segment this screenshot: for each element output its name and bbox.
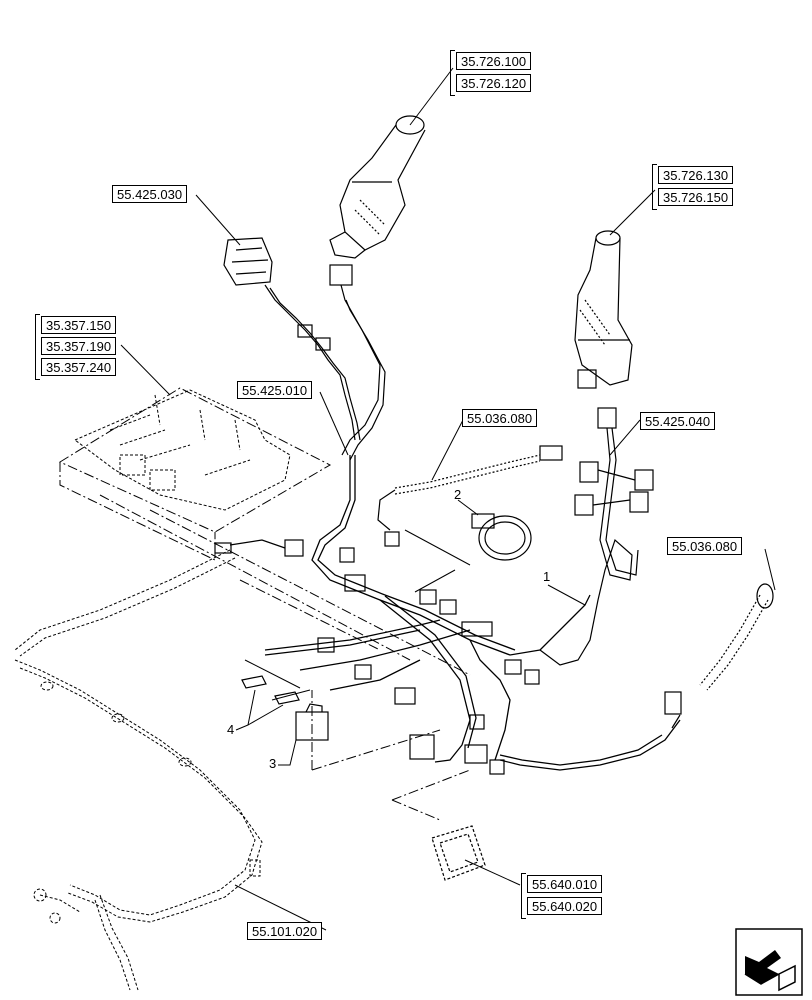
reference-label[interactable]: 55.640.010 (527, 875, 603, 893)
main-harness (264, 455, 681, 771)
reference-label[interactable]: 55.425.010 (237, 381, 313, 399)
reference-label[interactable]: 35.357.190 (41, 337, 117, 355)
sensor-cable-1 (377, 445, 563, 531)
reference-label[interactable]: 35.357.240 (41, 358, 117, 376)
reference-label[interactable]: 55.101.020 (247, 922, 323, 940)
right-joystick (539, 230, 654, 666)
chassis-harness (14, 549, 263, 991)
callout-number: 1 (543, 569, 551, 584)
leader-lines (120, 67, 776, 931)
reference-label[interactable]: 55.640.020 (527, 897, 603, 915)
reference-label[interactable]: 55.036.080 (462, 409, 538, 427)
sensor-cable-2 (671, 583, 774, 729)
reference-label[interactable]: 35.726.130 (658, 166, 734, 184)
bracket-35357150 (35, 314, 40, 380)
callout-number: 2 (454, 487, 462, 502)
loose-parts (241, 675, 329, 741)
reference-label[interactable]: 55.036.080 (667, 537, 743, 555)
reference-label[interactable]: 35.357.150 (41, 316, 117, 334)
harness-connectors (214, 531, 682, 775)
display-module (431, 825, 486, 881)
bracket-55640010 (521, 873, 526, 919)
reference-label[interactable]: 55.425.040 (640, 412, 716, 430)
bracket-35726130 (652, 164, 657, 210)
reference-label[interactable]: 35.726.120 (456, 74, 532, 92)
left-joystick (329, 115, 426, 461)
control-unit (74, 389, 291, 511)
switch-pack (223, 237, 361, 441)
bracket-35726100 (450, 50, 455, 96)
callout-number: 4 (227, 722, 235, 737)
callout-number: 3 (269, 756, 277, 771)
cable-tie (471, 513, 532, 561)
frame-lines (58, 387, 471, 821)
reference-label[interactable]: 35.726.150 (658, 188, 734, 206)
reference-label[interactable]: 35.726.100 (456, 52, 532, 70)
next-page-arrow-icon[interactable] (735, 928, 803, 996)
reference-label[interactable]: 55.425.030 (112, 185, 188, 203)
